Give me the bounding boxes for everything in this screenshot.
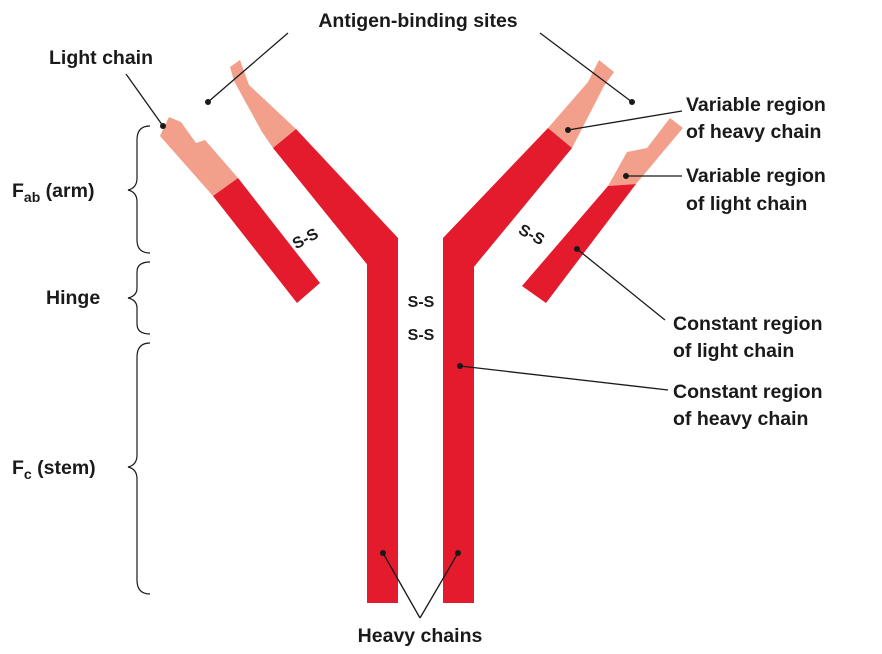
label-fab-subscript: ab [24,189,40,205]
disulfide-bond-hinge-upper: S-S [408,294,435,311]
label-fab-arm: Fab (arm) [12,180,94,205]
label-variable-light-line2: of light chain [686,193,807,215]
leader-constant-heavy [460,366,668,390]
label-heavy-chains: Heavy chains [358,625,483,647]
leader-dot-variable-heavy [565,127,571,133]
right-heavy-constant-arm [443,128,572,268]
fc-brace [128,343,150,594]
disulfide-bond-hinge-lower: S-S [408,327,435,344]
disulfide-bond-left-arm: S-S [290,225,322,253]
leader-dot-heavy-chains-left [380,550,386,556]
disulfide-bond-right-arm: S-S [516,222,548,250]
leader-dot-constant-heavy [457,363,463,369]
label-fab-rest: (arm) [40,180,94,202]
label-hinge: Hinge [46,287,100,309]
label-fab-main: F [12,180,24,202]
left-heavy-variable-region [230,60,296,148]
leader-dot-antigen-right [629,99,635,105]
label-fc-rest: (stem) [32,457,96,479]
label-fc-stem: Fc (stem) [12,457,96,482]
leader-dot-antigen-left [205,99,211,105]
leader-dot-constant-light [574,246,580,252]
label-constant-light-line2: of light chain [673,340,794,362]
leader-dot-heavy-chains-right [455,550,461,556]
label-variable-heavy-line1: Variable region [686,94,826,116]
label-light-chain: Light chain [49,47,153,69]
leader-light-chain [126,74,163,126]
label-constant-light-line1: Constant region [673,313,823,335]
label-antigen-binding-sites: Antigen-binding sites [318,10,517,32]
fab-brace [128,126,150,253]
right-heavy-variable-region [548,60,614,148]
left-heavy-chain [230,60,398,603]
label-fc-main: F [12,457,24,479]
right-heavy-chain [443,60,614,603]
label-variable-light-line1: Variable region [686,165,826,187]
hinge-brace [128,262,150,334]
disulfide-bonds: S-S S-S S-S S-S [290,222,547,344]
leader-constant-light [577,249,665,320]
braces [128,126,150,594]
label-fc-subscript: c [24,466,32,482]
leader-lines [126,33,682,618]
left-light-variable-region [160,117,238,196]
leader-dot-variable-light [623,173,629,179]
label-constant-heavy-line1: Constant region [673,381,823,403]
leader-dot-light-chain [160,123,166,129]
label-constant-heavy-line2: of heavy chain [673,408,808,430]
label-variable-heavy-line2: of heavy chain [686,121,821,143]
